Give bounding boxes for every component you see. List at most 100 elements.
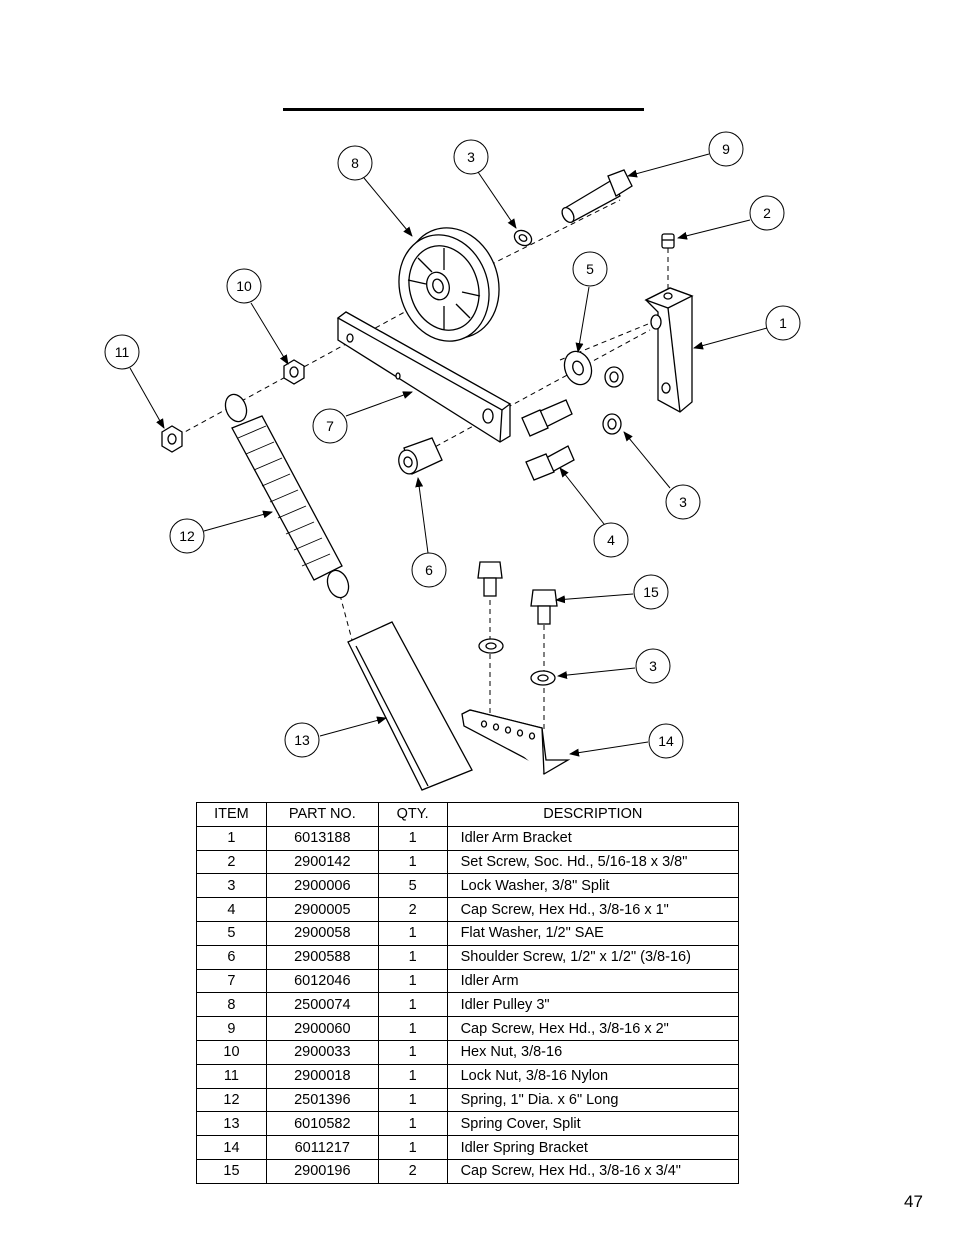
cell-qty: 2 (377, 897, 448, 922)
idler-arm (336, 311, 512, 443)
cell-item: 6 (196, 944, 267, 970)
callout-label: 2 (763, 205, 771, 221)
cell-description: Idler Arm Bracket (446, 825, 740, 851)
lock-washer (478, 638, 556, 686)
cell-description: Cap Screw, Hex Hd., 3/8-16 x 1" (446, 897, 740, 922)
cell-qty: 1 (377, 1039, 448, 1065)
cell-description: Idler Spring Bracket (446, 1135, 740, 1160)
callout-labels: 8 3 9 2 5 1 10 11 7 3 4 12 6 15 3 13 14 (115, 141, 787, 749)
cell-qty: 1 (377, 920, 448, 946)
cell-item: 5 (196, 920, 267, 946)
cell-part-no: 2500074 (265, 992, 379, 1018)
cell-part-no: 2900033 (265, 1039, 379, 1065)
callout-label: 14 (658, 733, 674, 749)
cell-item: 4 (196, 897, 267, 922)
cell-part-no: 6010582 (265, 1111, 379, 1137)
cell-qty: 5 (377, 873, 448, 899)
cell-part-no: 2900060 (265, 1016, 379, 1041)
cell-item: 7 (196, 968, 267, 994)
callout-label: 3 (649, 658, 657, 674)
cap-screw (521, 399, 575, 481)
callout-label: 7 (326, 418, 334, 434)
cell-part-no: 2900196 (265, 1158, 379, 1184)
cell-item: 15 (196, 1158, 267, 1184)
cell-description: Cap Screw, Hex Hd., 3/8-16 x 3/4" (446, 1158, 740, 1184)
cell-part-no: 6011217 (265, 1135, 379, 1160)
cell-item: 9 (196, 1016, 267, 1041)
cell-qty: 1 (377, 1016, 448, 1041)
cell-description: Idler Pulley 3" (446, 992, 740, 1018)
cell-item: 14 (196, 1135, 267, 1160)
page-number: 47 (904, 1192, 923, 1211)
cell-description: Spring, 1" Dia. x 6" Long (446, 1087, 740, 1113)
cell-item: 2 (196, 849, 267, 875)
callout-label: 10 (236, 278, 252, 294)
callout-label: 6 (425, 562, 433, 578)
cell-description: Flat Washer, 1/2" SAE (446, 920, 740, 946)
callout-label: 3 (467, 149, 475, 165)
cell-item: 11 (196, 1063, 267, 1089)
cell-part-no: 2900588 (265, 944, 379, 970)
callout-label: 13 (294, 732, 310, 748)
cell-item: 13 (196, 1111, 267, 1137)
cell-qty: 1 (377, 825, 448, 851)
cell-item: 8 (196, 992, 267, 1018)
column-header-description: DESCRIPTION (446, 802, 740, 827)
cell-qty: 2 (377, 1158, 448, 1184)
cell-description: Idler Arm (446, 968, 740, 994)
cap-screw-short (477, 561, 558, 625)
lock-nut (161, 425, 183, 453)
callout-label: 1 (779, 315, 787, 331)
callout-label: 3 (679, 494, 687, 510)
pulley (398, 227, 500, 342)
cell-part-no: 2900005 (265, 897, 379, 922)
cell-description: Shoulder Screw, 1/2" x 1/2" (3/8-16) (446, 944, 740, 970)
idler-arm-bracket (644, 287, 694, 413)
cell-item: 12 (196, 1087, 267, 1113)
cell-part-no: 2900006 (265, 873, 379, 899)
table-header-row: ITEM PART NO. QTY. DESCRIPTION (196, 802, 740, 827)
hex-nut (283, 359, 305, 385)
column-header-part-no: PART NO. (265, 802, 379, 827)
title-rule (283, 108, 644, 111)
callout-label: 4 (607, 532, 615, 548)
cell-description: Cap Screw, Hex Hd., 3/8-16 x 2" (446, 1016, 740, 1041)
set-screw (661, 233, 675, 249)
callout-label: 9 (722, 141, 730, 157)
cell-part-no: 2501396 (265, 1087, 379, 1113)
lock-washer (602, 366, 624, 435)
cell-part-no: 2900018 (265, 1063, 379, 1089)
cell-part-no: 6013188 (265, 825, 379, 851)
cell-qty: 1 (377, 849, 448, 875)
cap-screw-long (561, 169, 633, 224)
cell-part-no: 2900058 (265, 920, 379, 946)
cell-description: Hex Nut, 3/8-16 (446, 1039, 740, 1065)
cell-qty: 1 (377, 992, 448, 1018)
idler-spring-bracket (461, 709, 571, 775)
cell-part-no: 6012046 (265, 968, 379, 994)
callout-circles (104, 131, 801, 759)
cell-qty: 1 (377, 1087, 448, 1113)
callout-label: 15 (643, 584, 659, 600)
cell-qty: 1 (377, 944, 448, 970)
cell-item: 3 (196, 873, 267, 899)
cell-qty: 1 (377, 968, 448, 994)
cell-part-no: 2900142 (265, 849, 379, 875)
cell-description: Lock Nut, 3/8-16 Nylon (446, 1063, 740, 1089)
